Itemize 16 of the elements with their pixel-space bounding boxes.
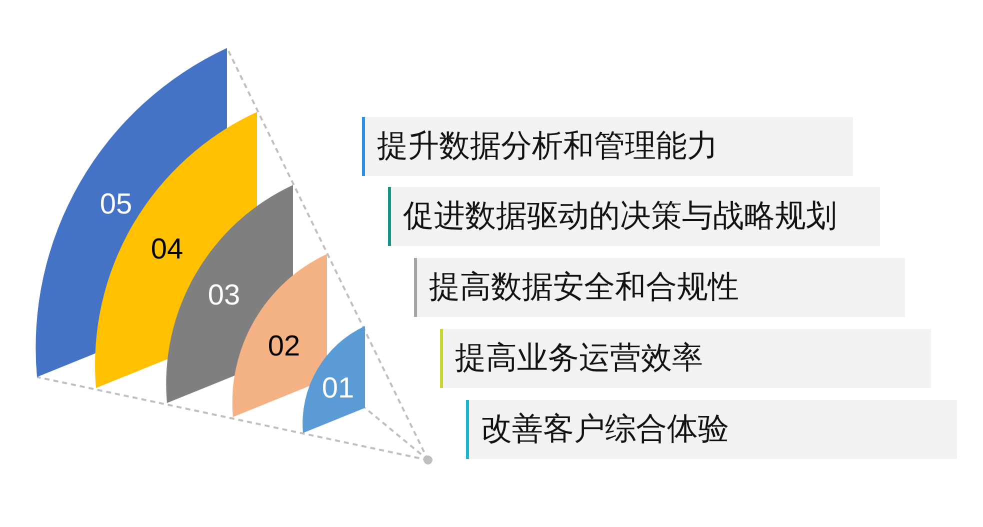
goal-text: 提高业务运营效率 — [455, 340, 703, 378]
fan-segment — [300, 325, 367, 434]
goal-card — [440, 329, 931, 388]
segment-number: 05 — [100, 190, 132, 220]
goal-card — [466, 400, 957, 459]
goal-card — [362, 117, 853, 176]
segment-number: 04 — [150, 236, 184, 264]
goal-card — [388, 187, 880, 246]
goal-text: 提高数据安全和合规性 — [429, 268, 739, 306]
goal-text: 提升数据分析和管理能力 — [377, 128, 718, 166]
segment-number: 03 — [208, 282, 240, 310]
segment-number: 01 — [322, 374, 354, 404]
goal-card — [414, 258, 905, 317]
goal-text: 改善客户综合体验 — [481, 410, 729, 448]
segment-number: 02 — [268, 332, 300, 362]
goal-text: 促进数据驱动的决策与战略规划 — [403, 198, 837, 236]
